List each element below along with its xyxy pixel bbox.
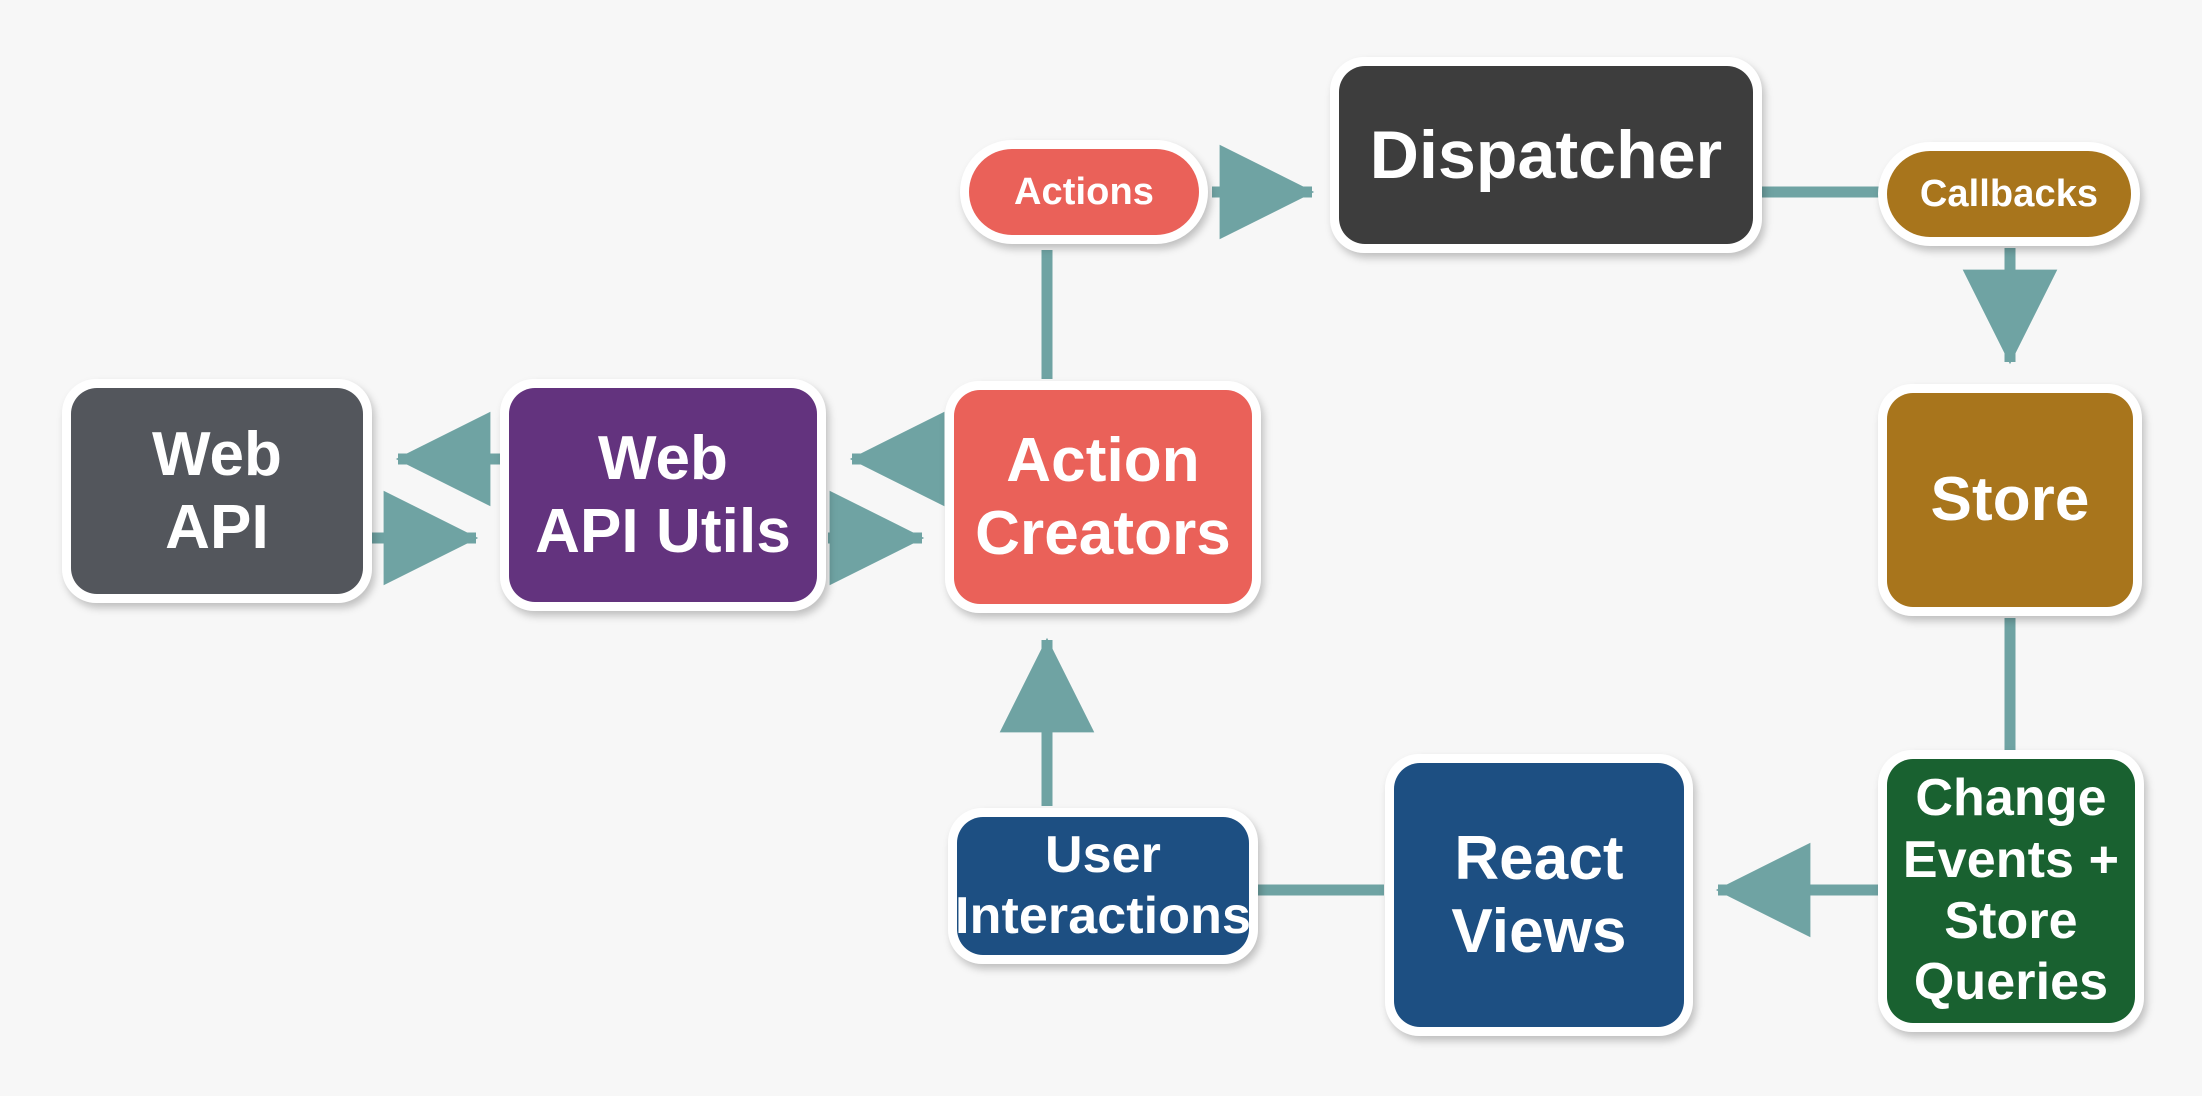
node-action-creators-label-line-2: Creators xyxy=(975,499,1231,568)
node-store[interactable]: Store xyxy=(1878,384,2142,616)
node-action-creators-body: Action Creators xyxy=(954,390,1252,604)
node-user-interactions-label-line-1: User xyxy=(1044,825,1162,884)
node-react-views[interactable]: React Views xyxy=(1385,754,1693,1036)
node-change-events-label-line-2: Events + xyxy=(1902,830,2120,889)
node-change-events-store-queries[interactable]: Change Events + Store Queries xyxy=(1878,750,2144,1032)
node-web-api-utils-label-line-1: Web xyxy=(597,423,729,493)
node-change-events-label-line-3: Store xyxy=(1944,892,2078,950)
node-web-api-label-line-2: API xyxy=(165,493,269,562)
node-user-interactions[interactable]: User Interactions xyxy=(948,808,1258,964)
node-react-views-label-line-1: React xyxy=(1454,823,1624,893)
node-callbacks-label: Callbacks xyxy=(1919,172,2099,215)
node-store-label: Store xyxy=(1930,465,2090,535)
node-web-api-utils-body: Web API Utils xyxy=(509,388,817,602)
node-store-body: Store xyxy=(1887,393,2133,607)
node-user-interactions-body: User Interactions xyxy=(955,817,1251,955)
node-callbacks-body: Callbacks xyxy=(1887,151,2131,237)
node-action-creators-label-line-1: Action xyxy=(1006,425,1200,495)
node-user-interactions-label-line-2: Interactions xyxy=(955,887,1251,945)
node-dispatcher-body: Dispatcher xyxy=(1339,66,1753,244)
node-action-creators[interactable]: Action Creators xyxy=(945,381,1261,613)
node-change-events-label-line-1: Change xyxy=(1915,769,2107,828)
node-web-api-utils[interactable]: Web API Utils xyxy=(500,379,826,611)
node-change-events-store-queries-body: Change Events + Store Queries xyxy=(1887,759,2135,1023)
node-actions-body: Actions xyxy=(969,149,1199,235)
node-react-views-label-line-2: Views xyxy=(1451,897,1627,966)
node-actions[interactable]: Actions xyxy=(960,140,1208,244)
node-web-api[interactable]: Web API xyxy=(62,379,372,603)
node-web-api-label-line-1: Web xyxy=(151,419,283,489)
node-change-events-label-line-4: Queries xyxy=(1913,953,2109,1012)
node-web-api-utils-label-line-2: API Utils xyxy=(535,497,791,566)
node-actions-label: Actions xyxy=(1013,170,1155,213)
node-web-api-body: Web API xyxy=(71,388,363,594)
node-react-views-body: React Views xyxy=(1394,763,1684,1027)
node-callbacks[interactable]: Callbacks xyxy=(1878,142,2140,246)
node-dispatcher-label: Dispatcher xyxy=(1369,116,1723,193)
node-dispatcher[interactable]: Dispatcher xyxy=(1330,57,1762,253)
